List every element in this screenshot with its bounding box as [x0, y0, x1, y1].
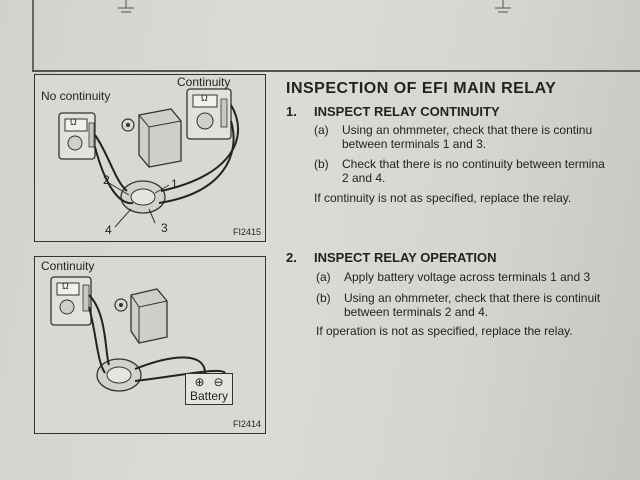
upper-diagram-edge: [32, 0, 34, 72]
battery: ⊕ ⊖ Battery: [185, 373, 234, 405]
relay-continuity-drawing: [58, 88, 240, 228]
terminal-2-label: 2: [103, 173, 110, 187]
no-continuity-label: No continuity: [41, 89, 111, 103]
relay-operation-figure: Continuity Ω ⊕ ⊖ Battery FI2414: [34, 256, 266, 434]
step-2-heading: INSPECT RELAY OPERATION: [314, 250, 497, 265]
battery-plus-icon: ⊕: [194, 375, 205, 389]
figure-code: FI2415: [232, 227, 261, 237]
continuity-label: Continuity: [41, 259, 95, 273]
left-meter-ohm-icon: Ω: [70, 117, 77, 127]
step-1-heading: INSPECT RELAY CONTINUITY: [314, 104, 500, 119]
step-2b-text-cont: between terminals 2 and 4.: [344, 305, 489, 319]
step-1b-text: Check that there is no continuity betwee…: [342, 157, 605, 171]
terminal-4-label: 4: [105, 223, 112, 237]
page-title: INSPECTION OF EFI MAIN RELAY: [286, 80, 557, 97]
step-1-note: If continuity is not as specified, repla…: [314, 191, 572, 205]
relay-operation-drawing: [50, 276, 226, 392]
battery-minus-icon: ⊖: [213, 375, 224, 389]
prior-figure-remnant: [118, 0, 511, 13]
continuity-label: Continuity: [177, 75, 231, 89]
step-1a-text-cont: between terminals 1 and 3.: [342, 137, 487, 151]
meter-ohm-icon: Ω: [62, 281, 69, 291]
terminal-3-label: 3: [161, 221, 168, 235]
battery-label: Battery: [190, 389, 229, 403]
step-1b-marker: (b): [314, 157, 329, 171]
step-1-number: 1.: [286, 104, 297, 119]
step-2b-marker: (b): [316, 291, 331, 305]
figure-code: FI2414: [232, 419, 261, 429]
step-1a-marker: (a): [314, 123, 329, 137]
relay-continuity-figure: No continuity Continuity Ω Ω 1 2 3 4 FI2…: [34, 74, 266, 242]
right-meter-ohm-icon: Ω: [201, 93, 208, 103]
step-1a-text: Using an ohmmeter, check that there is c…: [342, 123, 593, 137]
section-divider: [32, 70, 640, 72]
step-2-note: If operation is not as specified, replac…: [316, 324, 573, 338]
step-2a-marker: (a): [316, 270, 331, 284]
step-2-number: 2.: [286, 250, 297, 265]
step-1b-text-cont: 2 and 4.: [342, 171, 386, 185]
step-2b-text: Using an ohmmeter, check that there is c…: [344, 291, 601, 305]
terminal-1-label: 1: [171, 177, 178, 191]
step-2a-text: Apply battery voltage across terminals 1…: [344, 270, 591, 284]
